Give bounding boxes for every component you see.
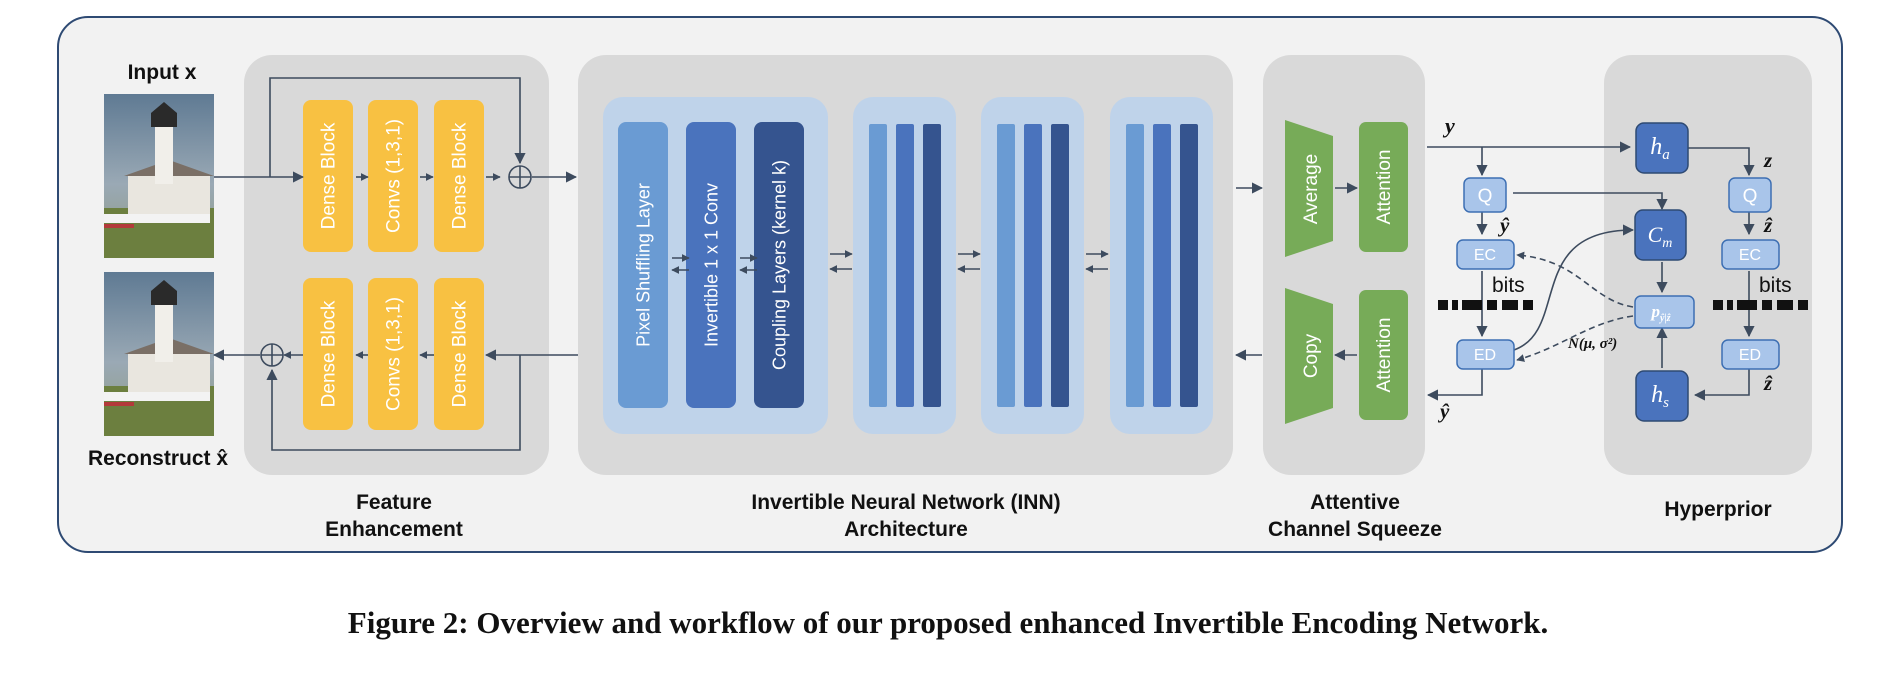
y-label: y: [1442, 113, 1455, 138]
inn-layer-2: [686, 122, 736, 408]
hyperprior-label: Hyperprior: [1664, 498, 1771, 521]
squeeze-arrows: [1333, 182, 1359, 361]
inn-layer-1-label: Pixel Shuffling Layer: [633, 183, 653, 347]
ed-label: ED: [1474, 347, 1496, 364]
fe-top-block-2: [368, 100, 418, 252]
hs-label: hs: [1651, 382, 1669, 411]
fe-bottom-block-3-label: Dense Block: [450, 300, 471, 407]
ha-label: ha: [1650, 134, 1670, 163]
hyper-q-box: [1728, 177, 1772, 213]
fe-top-block-3-label: Dense Block: [450, 122, 471, 229]
y-hat-bottom-label: ŷ: [1437, 399, 1450, 423]
ed-box: [1456, 339, 1515, 370]
cm-box: [1634, 209, 1687, 261]
attention-bottom-block: [1359, 290, 1408, 420]
hyper-bits-label: bits: [1759, 274, 1792, 297]
input-label: Input x: [128, 61, 197, 84]
z-label: z: [1763, 148, 1773, 172]
bits-label: bits: [1492, 274, 1525, 297]
hyperprior-panel: [1604, 55, 1812, 475]
fe-top-blocks: Dense Block Convs (1,3,1) Dense Block: [303, 100, 484, 252]
fe-bottom-blocks: Dense Block Convs (1,3,1) Dense Block: [303, 278, 484, 430]
attention-top-block: [1359, 122, 1408, 252]
p-box: [1634, 295, 1695, 329]
hs-box: [1635, 370, 1689, 422]
hyper-ec-box: [1721, 239, 1780, 270]
fe-top-block-3: [434, 100, 484, 252]
fe-bottom-block-2-label: Convs (1,3,1): [384, 297, 405, 411]
cm-label: Cm: [1648, 222, 1673, 251]
dashed-distribution-lines: [1516, 251, 1634, 362]
hyper-ec-label: EC: [1739, 247, 1761, 264]
inn-layers: Pixel Shuffling Layer Invertible 1 x 1 Co…: [618, 122, 804, 408]
copy-label: Copy: [1301, 333, 1322, 378]
hyper-q-label: Q: [1743, 186, 1758, 207]
inn-layer-1: [618, 122, 668, 408]
reconstruct-label: Reconstruct x̂: [88, 447, 228, 470]
inn-layer-3: [754, 122, 804, 408]
hyper-ed-box: [1721, 339, 1780, 370]
fe-top-block-1-label: Dense Block: [319, 122, 340, 229]
fe-bottom-block-1-label: Dense Block: [319, 300, 340, 407]
figure-caption: Figure 2: Overview and workflow of our p…: [347, 605, 1549, 640]
z-hat-top-label: ẑ: [1763, 213, 1773, 237]
q-box: [1463, 177, 1507, 213]
fe-top-block-2-label: Convs (1,3,1): [384, 119, 405, 233]
fe-top-block-1: [303, 100, 353, 252]
fe-bottom-block-1: [303, 278, 353, 430]
y-hat-top-label: ŷ: [1497, 213, 1510, 237]
q-label: Q: [1478, 186, 1493, 207]
bitstream-dashes: [1438, 300, 1808, 310]
add-node-top: [508, 165, 532, 189]
inn-layer-2-label: Invertible 1 x 1 Conv: [701, 183, 721, 347]
fe-arrows: [212, 77, 578, 451]
reconstructed-image: [104, 272, 214, 436]
attention-bottom-label: Attention: [1374, 318, 1395, 393]
entropy-lines: [1426, 141, 1755, 401]
inn-bidirectional-arrows: [671, 182, 1264, 361]
normal-distribution-label: N(μ, σ²): [1567, 336, 1617, 352]
p-label: pŷ|ẑ: [1649, 302, 1671, 324]
z-hat-bottom-label: ẑ: [1763, 371, 1773, 395]
copy-block: [1285, 288, 1333, 424]
inn-label: Invertible Neural Network (INN)Architect…: [751, 491, 1060, 541]
add-node-bottom: [260, 343, 284, 367]
inn-layer-3-label: Coupling Layers (kernel k): [769, 160, 789, 370]
inn-strips: [869, 124, 1198, 407]
ha-box: [1635, 122, 1689, 174]
average-block: [1285, 120, 1333, 257]
hyper-ed-label: ED: [1739, 347, 1761, 364]
ec-label: EC: [1474, 247, 1496, 264]
average-label: Average: [1301, 154, 1322, 224]
ec-box: [1456, 239, 1515, 270]
fe-bottom-block-2: [368, 278, 418, 430]
fe-bottom-block-3: [434, 278, 484, 430]
attention-top-label: Attention: [1374, 150, 1395, 225]
input-image: [104, 94, 214, 258]
